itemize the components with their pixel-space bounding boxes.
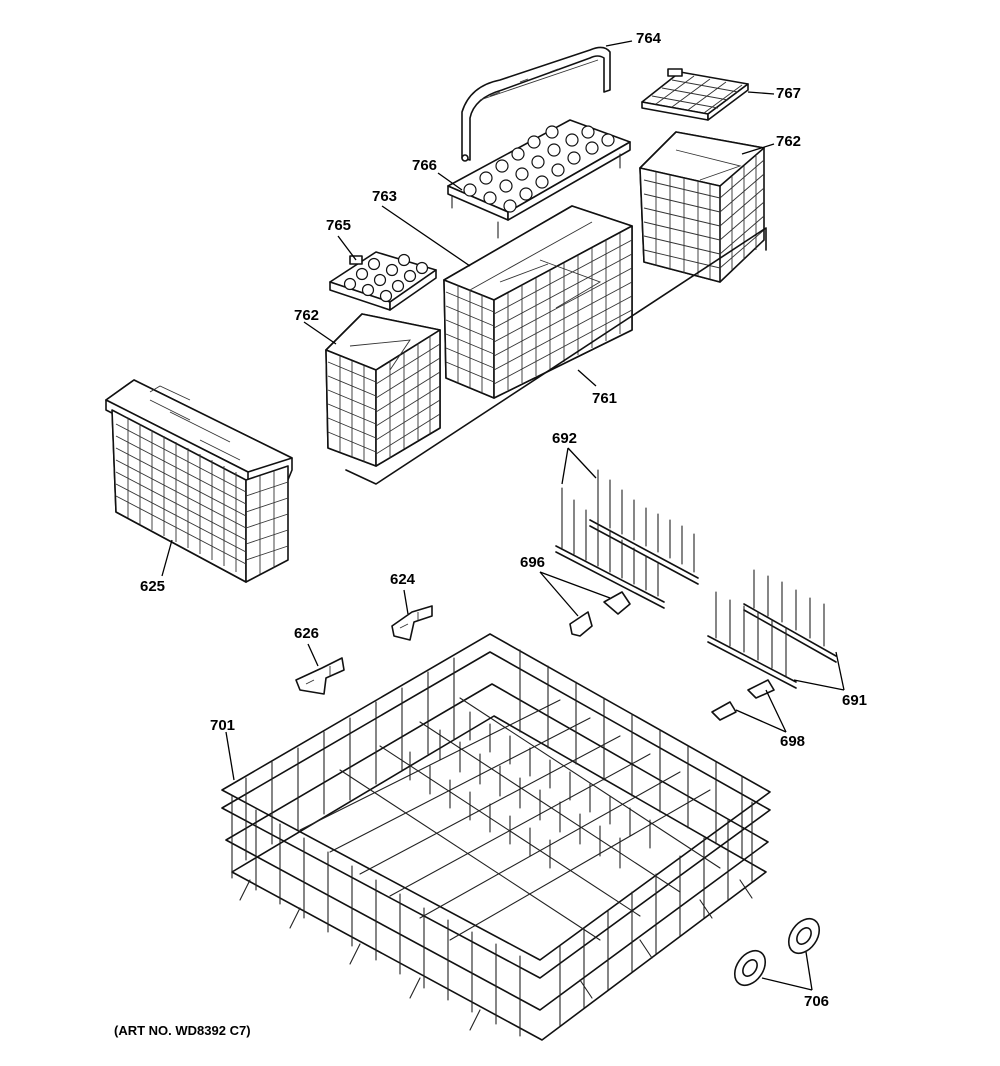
callout-706: 706 [804, 993, 830, 1010]
tine-clips [569, 591, 631, 637]
callout-625: 625 [140, 578, 166, 595]
small-basket-lid-right [641, 68, 749, 121]
callout-701: 701 [210, 717, 236, 734]
rack-wheels [733, 917, 821, 987]
tine-row-lower [707, 569, 837, 689]
callout-765: 765 [326, 217, 352, 234]
small-basket-left [325, 313, 441, 467]
silverware-basket [105, 379, 293, 583]
callout-767: 767 [776, 85, 802, 102]
clip-626 [295, 657, 345, 695]
tine-row-upper [555, 469, 699, 609]
callout-692: 692 [552, 430, 578, 447]
callout-761: 761 [592, 390, 618, 407]
small-basket-right [639, 131, 765, 283]
callout-696: 696 [520, 554, 546, 571]
leader-lines [161, 40, 845, 991]
callout-763: 763 [372, 188, 398, 205]
callout-624: 624 [390, 571, 416, 588]
callout-766: 766 [412, 157, 438, 174]
center-basket [443, 205, 633, 399]
assembly-bracket [345, 227, 767, 485]
callout-698: 698 [780, 733, 806, 750]
callout-691: 691 [842, 692, 868, 709]
large-basket-lid [447, 119, 631, 239]
lower-rack [221, 633, 771, 1041]
callout-764: 764 [636, 30, 662, 47]
basket-handle [461, 46, 611, 162]
clip-624 [391, 605, 433, 641]
callout-762-left: 762 [294, 307, 320, 324]
art-number-note: (ART NO. WD8392 C7) [114, 1023, 251, 1038]
callout-762-right: 762 [776, 133, 802, 150]
tine-clips-lower [711, 679, 775, 721]
callout-626: 626 [294, 625, 320, 642]
small-basket-lid-left [329, 251, 437, 311]
